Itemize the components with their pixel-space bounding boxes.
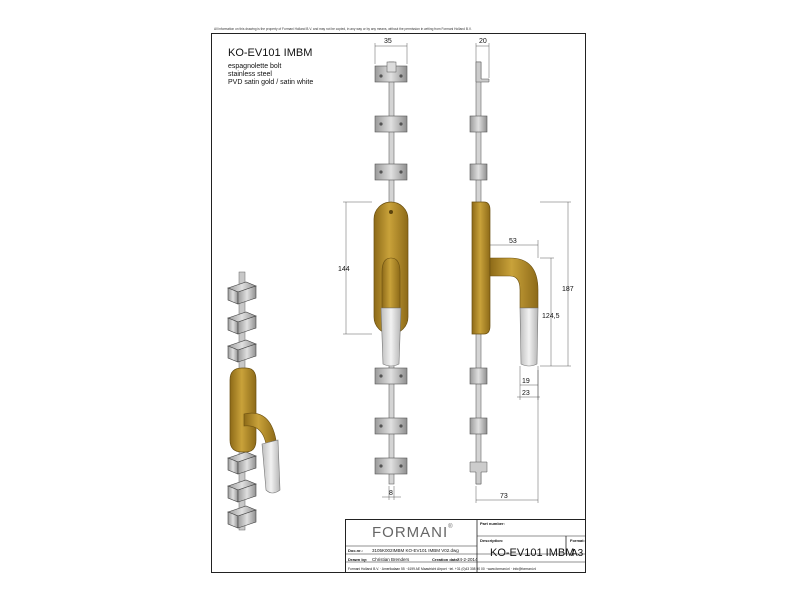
company-footer: Formani Holland B.V. · Amerikalaan 55 · … [348, 567, 537, 571]
iso-handle-plate [229, 367, 257, 453]
doc-label: Doc.nr.: [348, 548, 363, 553]
front-bottom-guide [374, 457, 408, 475]
front-keeper-1 [374, 115, 408, 133]
brand-logo: FORMANI® [372, 524, 454, 541]
dim-rod-diameter: 8 [389, 490, 393, 497]
description-label: Description: [480, 538, 504, 543]
isometric-view [227, 271, 281, 531]
creation-date-label: Creation date: [432, 557, 459, 562]
side-handle-plate [471, 201, 491, 335]
front-keeper-4 [374, 417, 408, 435]
format-value: A3 [571, 548, 584, 559]
side-grip-white [519, 307, 539, 367]
drawing-title: KO-EV101 IMBM [228, 47, 313, 59]
dim-total-height: 187 [562, 286, 574, 293]
iso-grip-white [261, 439, 281, 494]
front-keeper-3 [374, 367, 408, 385]
side-dimensions [475, 43, 571, 503]
description-value: KO-EV101 IMBM [490, 547, 575, 559]
title-block [345, 519, 586, 573]
description-line-1: espagnolette bolt [228, 63, 282, 70]
front-grip-white [380, 307, 402, 367]
front-grip-gold [381, 257, 401, 309]
title-block-lines [345, 519, 586, 573]
dim-width-top: 35 [384, 38, 392, 45]
part-number-label: Part number: [480, 521, 505, 526]
dim-grip-inner: 19 [522, 378, 530, 385]
front-view [373, 61, 409, 485]
dim-side-top: 20 [479, 38, 487, 45]
creation-date-value: 24-2-2014 [457, 557, 478, 562]
drawn-by-value: Christian Brenders [372, 557, 410, 562]
description-line-2: stainless steel [228, 71, 272, 78]
description-line-3: PVD satin gold / satin white [228, 79, 314, 86]
format-label: Format: [570, 538, 585, 543]
dim-total-depth: 73 [500, 493, 508, 500]
front-dimensions [343, 43, 408, 500]
side-handle-curve [489, 257, 539, 309]
dim-height-plate: 144 [338, 266, 350, 273]
dim-grip-outer: 23 [522, 390, 530, 397]
drawn-by-label: Drawn by: [348, 557, 368, 562]
front-keeper-2 [374, 163, 408, 181]
doc-value: 3105K002IMBM KO-EV101 IMBM V02.dwg [372, 548, 459, 553]
dim-handle-height: 124,5 [542, 313, 560, 320]
copyright-notice: All information on this drawing is the p… [214, 27, 472, 31]
dim-handle-projection: 53 [509, 238, 517, 245]
side-view [469, 61, 539, 485]
